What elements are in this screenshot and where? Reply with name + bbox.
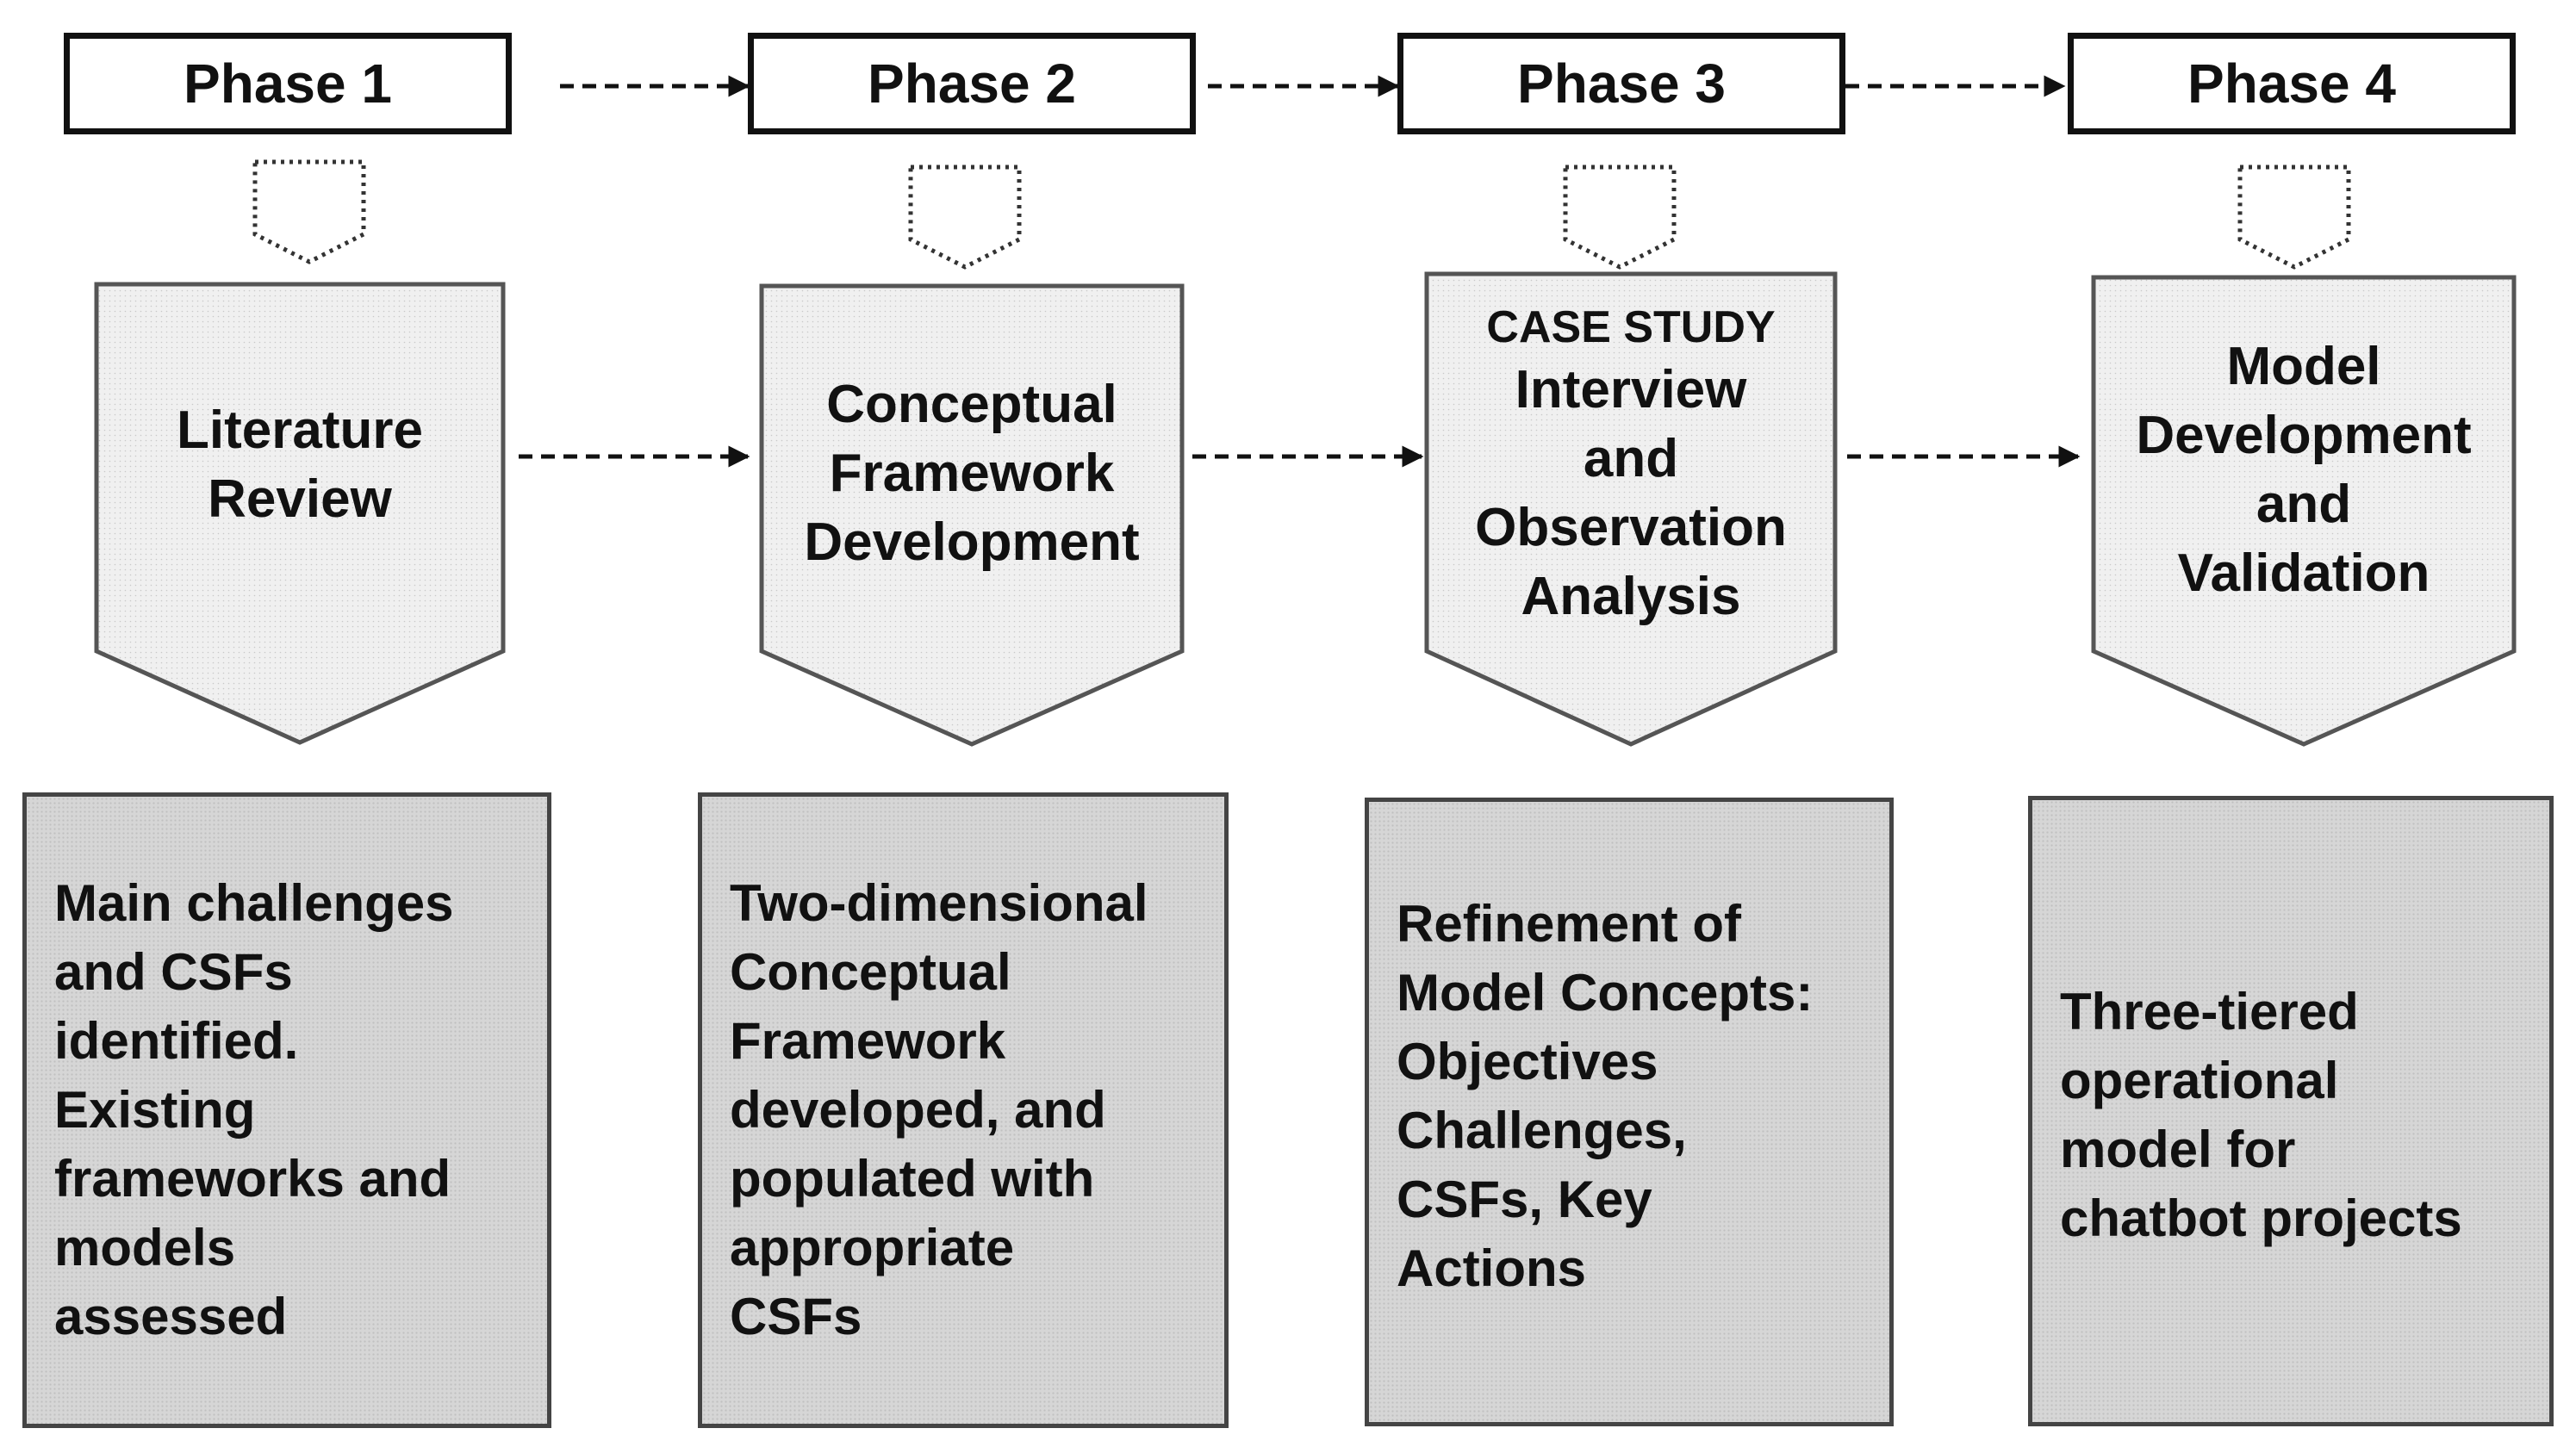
result-text-phase2: Two-dimensional Conceptual Framework dev… (730, 869, 1148, 1351)
stage-label-phase2: Conceptual Framework Development (762, 345, 1182, 603)
result-line: Conceptual (730, 943, 1011, 1001)
stage-shape-phase3 (1424, 271, 1838, 747)
result-line: Objectives (1397, 1033, 1658, 1090)
result-line: model for (2060, 1121, 2296, 1178)
stage-line: Framework (829, 444, 1115, 503)
result-line: models (54, 1219, 236, 1276)
result-line: operational (2060, 1052, 2339, 1109)
stage-shape-phase1 (94, 282, 506, 745)
stage-line: Literature (177, 401, 423, 460)
stage-label-phase1: Literature Review (96, 362, 503, 568)
result-line: populated with (730, 1150, 1095, 1208)
stage-line: Validation (2177, 543, 2430, 603)
result-text-phase4: Three-tiered operational model for chatb… (2060, 978, 2462, 1253)
result-line: Framework (730, 1012, 1006, 1070)
stage-shape-phase2 (759, 283, 1185, 747)
stage-line: Review (208, 469, 392, 529)
stage-shape-phase4 (2091, 275, 2517, 747)
result-box-phase3: Refinement of Model Concepts: Objectives… (1365, 798, 1894, 1426)
result-text-phase3: Refinement of Model Concepts: Objectives… (1397, 890, 1813, 1303)
stage-label-phase4: Model Development and Validation (2094, 324, 2514, 617)
phase-2-header: Phase 2 (748, 33, 1196, 134)
result-line: Two-dimensional (730, 874, 1148, 932)
phase-4-title: Phase 4 (2187, 53, 2396, 115)
result-line: CSFs, Key (1397, 1171, 1652, 1228)
phase-1-header: Phase 1 (64, 33, 512, 134)
result-box-phase4: Three-tiered operational model for chatb… (2028, 796, 2554, 1426)
connector-phase2 (908, 165, 1022, 270)
stage-line: Conceptual (826, 375, 1117, 434)
result-box-phase1: Main challenges and CSFs identified. Exi… (22, 792, 551, 1428)
result-line: Refinement of (1397, 895, 1742, 953)
result-line: assessed (54, 1288, 288, 1345)
stage-line: and (1583, 429, 1679, 488)
result-line: identified. (54, 1012, 299, 1070)
result-line: Existing (54, 1081, 256, 1139)
result-line: appropriate (730, 1219, 1015, 1276)
connector-phase1 (252, 159, 366, 264)
connector-phase3 (1563, 165, 1677, 270)
phase-1-title: Phase 1 (184, 53, 392, 115)
result-box-phase2: Two-dimensional Conceptual Framework dev… (698, 792, 1229, 1428)
stage-line: Model (2226, 337, 2381, 396)
result-text-phase1: Main challenges and CSFs identified. Exi… (54, 869, 453, 1351)
stage-caption: CASE STUDY (1486, 302, 1776, 352)
result-line: developed, and (730, 1081, 1106, 1139)
stage-line: Development (804, 512, 1140, 572)
result-line: frameworks and (54, 1150, 451, 1208)
stage-line: Observation (1475, 498, 1787, 557)
result-line: Three-tiered (2060, 983, 2359, 1040)
result-line: Model Concepts: (1397, 964, 1814, 1022)
result-line: Actions (1397, 1239, 1587, 1297)
result-line: CSFs (730, 1288, 862, 1345)
stage-label-phase3: CASE STUDY Interview and Observation Ana… (1427, 293, 1835, 637)
connector-phase4 (2237, 165, 2351, 270)
stage-line: Development (2136, 406, 2472, 465)
phase-4-header: Phase 4 (2068, 33, 2516, 134)
result-line: chatbot projects (2060, 1189, 2462, 1247)
stage-line: and (2256, 475, 2352, 534)
stage-line: Interview (1515, 360, 1747, 419)
phase-2-title: Phase 2 (868, 53, 1076, 115)
stage-line: Analysis (1521, 567, 1741, 626)
phase-3-header: Phase 3 (1397, 33, 1845, 134)
phase-3-title: Phase 3 (1517, 53, 1726, 115)
result-line: Main challenges (54, 874, 454, 932)
result-line: Challenges, (1397, 1102, 1687, 1159)
result-line: and CSFs (54, 943, 293, 1001)
